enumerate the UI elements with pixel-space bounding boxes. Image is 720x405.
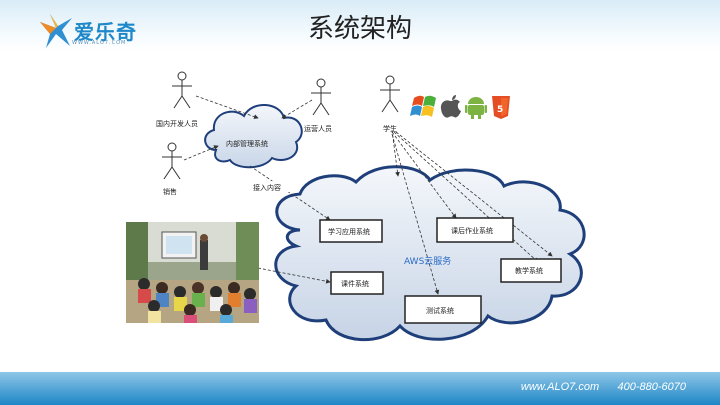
actor-b-figure bbox=[311, 78, 331, 116]
actor-d-figure bbox=[380, 75, 400, 113]
classroom-photo bbox=[126, 222, 259, 323]
footer-contact: www.ALO7.com 400-880-6070 bbox=[521, 381, 686, 393]
course-system-label: 课件系统 bbox=[341, 279, 369, 288]
exam-system-label: 测试系统 bbox=[426, 306, 454, 315]
android-icon bbox=[465, 97, 487, 119]
teaching-system-label: 教学系统 bbox=[515, 266, 543, 275]
svg-text:5: 5 bbox=[497, 105, 503, 115]
homework-system-box: 课后作业系统 bbox=[436, 217, 514, 243]
actor-c-label: 销售 bbox=[163, 187, 177, 196]
internal-link-label: 接入内容 bbox=[253, 183, 281, 192]
homework-system-label: 课后作业系统 bbox=[451, 226, 493, 235]
html5-icon: 5 bbox=[492, 96, 510, 119]
actor-c-figure bbox=[162, 142, 182, 180]
internal-system-label: 内部管理系统 bbox=[226, 139, 268, 148]
alo7-logo bbox=[36, 12, 146, 50]
teaching-system-box: 教学系统 bbox=[500, 258, 562, 283]
logo-url: WWW.ALO7.COM bbox=[72, 40, 127, 46]
windows-icon bbox=[410, 95, 436, 117]
exam-system-box: 测试系统 bbox=[404, 295, 482, 324]
footer-phone: 400-880-6070 bbox=[617, 381, 686, 393]
actor-a-figure bbox=[172, 71, 192, 109]
course-system-box: 课件系统 bbox=[330, 271, 384, 295]
page-title: 系统架构 bbox=[307, 14, 412, 44]
learning-system-box: 学习应用系统 bbox=[319, 219, 383, 243]
aws-cloud bbox=[274, 165, 586, 341]
apple-icon bbox=[440, 95, 461, 118]
internal-system-cloud bbox=[204, 104, 303, 169]
logo-text: 爱乐奇 bbox=[74, 20, 137, 44]
diagram-arrows bbox=[183, 95, 553, 295]
footer-bar: www.ALO7.com 400-880-6070 bbox=[0, 372, 720, 405]
learning-system-label: 学习应用系统 bbox=[328, 227, 370, 236]
actor-d-label: 学生 bbox=[383, 124, 397, 133]
actor-a-label: 国内开发人员 bbox=[156, 119, 198, 128]
header-band bbox=[0, 0, 720, 52]
actor-b-label: 运营人员 bbox=[304, 124, 332, 133]
logo-star-icon bbox=[40, 14, 72, 48]
aws-cloud-label: AWS云服务 bbox=[404, 255, 451, 267]
footer-website[interactable]: www.ALO7.com bbox=[520, 381, 600, 393]
internal-link-bg bbox=[251, 181, 295, 192]
